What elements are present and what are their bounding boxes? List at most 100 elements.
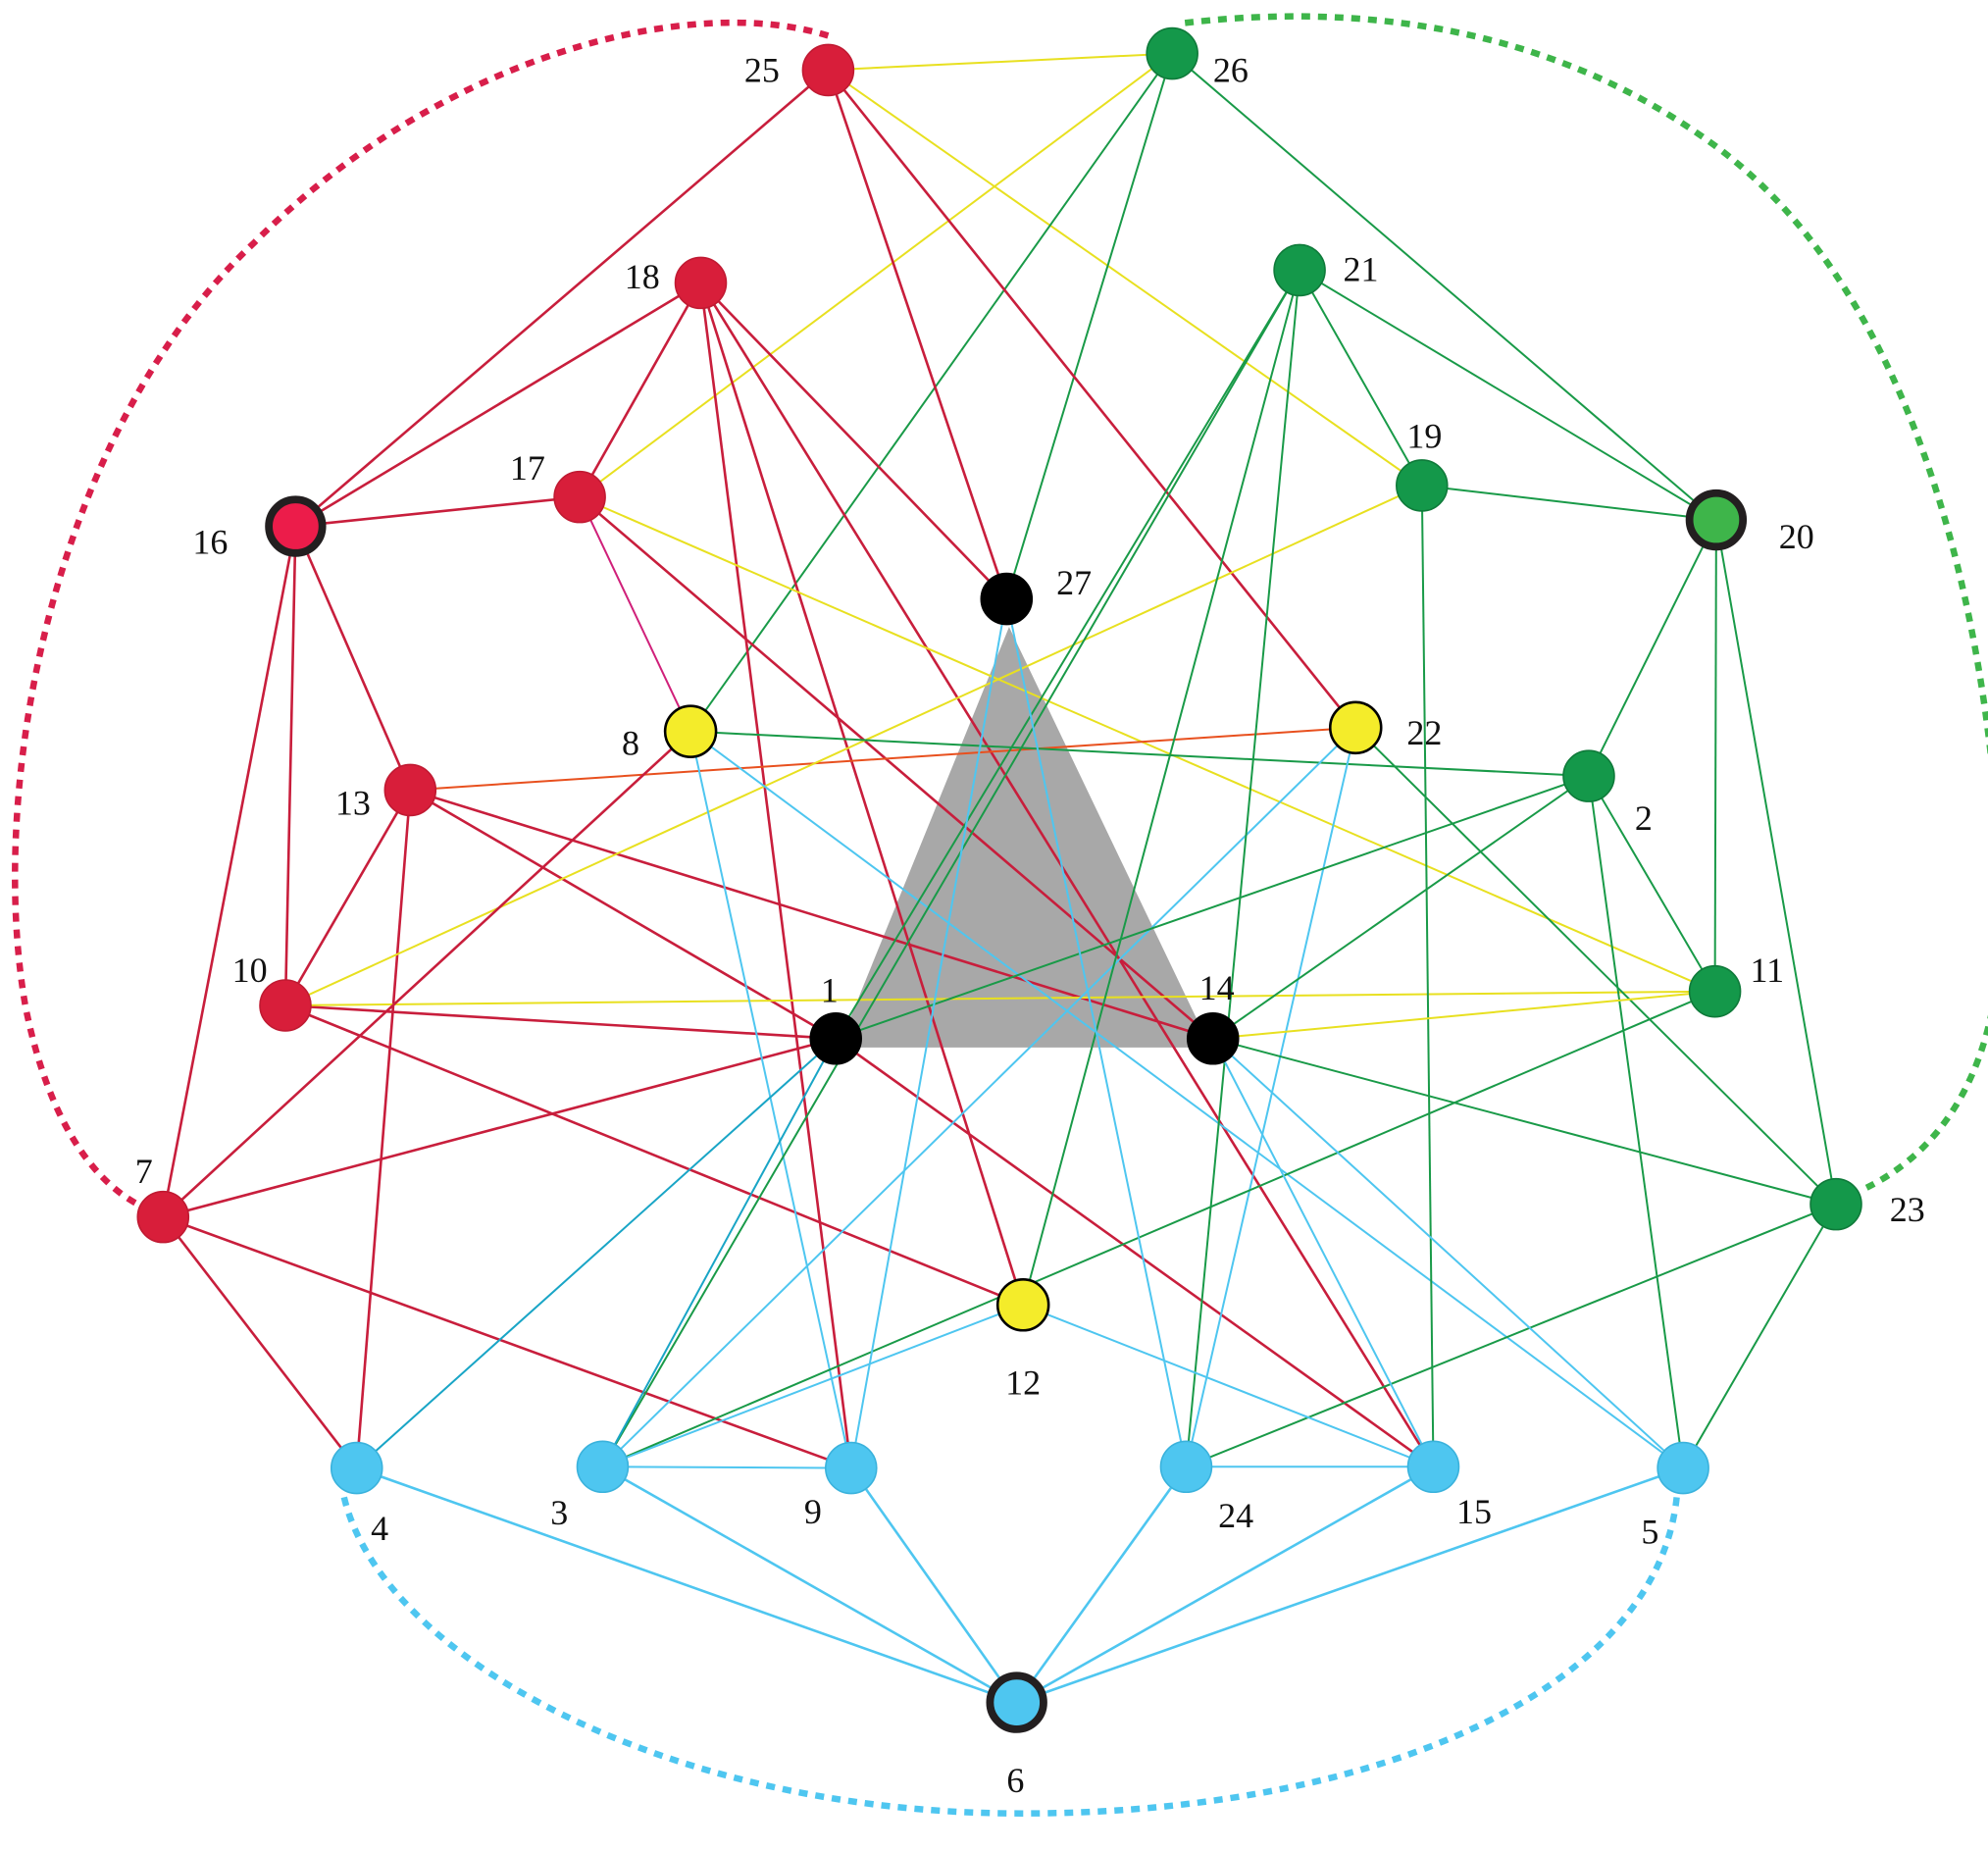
edge-10-11	[284, 990, 1715, 1006]
edges-layer	[162, 52, 1837, 1704]
edge-18-27	[699, 282, 1008, 600]
edge-22-3	[601, 727, 1356, 1467]
edge-2-5	[1587, 776, 1685, 1468]
node-19	[1396, 459, 1449, 512]
node-14	[1186, 1011, 1240, 1065]
edge-25-22	[827, 69, 1357, 729]
node-26	[1146, 26, 1198, 80]
edge-9-6	[849, 1466, 1018, 1704]
edge-1-3	[601, 1038, 838, 1467]
edge-25-19	[827, 69, 1423, 487]
edge-25-26	[828, 52, 1173, 72]
edge-21-1	[835, 269, 1300, 1040]
node-17	[553, 470, 606, 524]
node-11	[1688, 964, 1742, 1018]
node-13	[383, 763, 437, 817]
edge-20-23	[1714, 519, 1837, 1205]
edge-7-1	[162, 1037, 837, 1218]
dotted-arc-cyan	[340, 1496, 1680, 1817]
edge-12-3	[602, 1304, 1024, 1468]
node-3	[576, 1440, 630, 1494]
node-label-9: 9	[804, 1492, 822, 1531]
node-label-6: 6	[1006, 1761, 1024, 1800]
edge-14-15	[1211, 1038, 1435, 1467]
dotted-arcs-layer	[12, 13, 1988, 1817]
node-label-21: 21	[1343, 249, 1378, 288]
node-label-7: 7	[135, 1152, 153, 1191]
node-15	[1406, 1440, 1460, 1494]
edge-10-12	[284, 1003, 1024, 1307]
node-label-25: 25	[744, 51, 780, 90]
edge-22-24	[1185, 727, 1357, 1467]
edge-8-5	[689, 730, 1684, 1469]
node-27	[980, 572, 1034, 626]
node-label-13: 13	[335, 784, 371, 823]
node-16	[265, 495, 327, 557]
edge-25-27	[827, 70, 1008, 599]
node-label-11: 11	[1751, 951, 1785, 990]
node-label-24: 24	[1218, 1496, 1253, 1535]
edge-13-4	[355, 790, 412, 1468]
node-9	[825, 1441, 878, 1495]
edge-21-19	[1299, 269, 1423, 487]
node-label-4: 4	[371, 1509, 388, 1548]
edge-17-8	[579, 496, 692, 733]
edge-26-27	[1005, 53, 1174, 599]
node-1	[809, 1011, 862, 1065]
edge-10-19	[284, 485, 1423, 1006]
edge-16-13	[294, 526, 412, 791]
edge-17-14	[579, 495, 1214, 1040]
node-12	[995, 1277, 1050, 1332]
node-label-14: 14	[1199, 968, 1235, 1007]
node-label-19: 19	[1406, 416, 1442, 455]
edge-8-9	[689, 731, 852, 1468]
edge-13-22	[410, 726, 1356, 792]
node-2	[1562, 749, 1615, 802]
edge-17-11	[579, 495, 1715, 993]
node-label-26: 26	[1213, 51, 1249, 90]
edge-2-1	[835, 775, 1590, 1040]
edge-12-15	[1022, 1304, 1434, 1468]
edge-24-6	[1015, 1465, 1188, 1704]
node-20	[1685, 488, 1748, 551]
node-label-20: 20	[1779, 517, 1814, 556]
edge-21-24	[1185, 270, 1301, 1467]
edge-27-24	[1005, 598, 1188, 1467]
node-24	[1159, 1440, 1213, 1494]
node-6	[986, 1671, 1047, 1733]
node-23	[1810, 1177, 1862, 1231]
edge-8-2	[690, 730, 1590, 778]
edge-19-20	[1421, 484, 1717, 522]
node-label-27: 27	[1056, 563, 1092, 602]
edge-2-11	[1588, 775, 1716, 993]
edge-18-16	[294, 282, 702, 528]
edge-3-9	[602, 1465, 851, 1469]
edge-18-17	[578, 282, 702, 498]
edge-4-6	[356, 1466, 1018, 1704]
node-label-15: 15	[1456, 1492, 1492, 1531]
node-5	[1657, 1441, 1709, 1495]
node-label-8: 8	[622, 724, 639, 763]
edge-25-16	[294, 69, 830, 528]
edge-23-5	[1682, 1204, 1837, 1469]
edge-26-8	[689, 52, 1173, 733]
edge-18-9	[699, 283, 853, 1468]
grey-triangle	[838, 627, 1211, 1048]
edge-20-11	[1713, 520, 1717, 992]
edge-15-6	[1016, 1465, 1435, 1704]
edge-21-20	[1299, 269, 1717, 521]
edge-21-3	[601, 269, 1300, 1467]
edge-23-14	[1212, 1037, 1837, 1206]
edge-1-15	[835, 1037, 1435, 1468]
node-label-2: 2	[1635, 798, 1653, 838]
edge-10-1	[284, 1003, 837, 1041]
edge-19-15	[1420, 485, 1435, 1467]
edge-22-23	[1354, 727, 1837, 1206]
node-label-12: 12	[1005, 1363, 1041, 1403]
edge-16-17	[295, 495, 581, 528]
edge-14-5	[1212, 1038, 1684, 1469]
edge-16-7	[162, 526, 297, 1217]
node-label-1: 1	[821, 971, 839, 1010]
node-21	[1273, 243, 1326, 297]
